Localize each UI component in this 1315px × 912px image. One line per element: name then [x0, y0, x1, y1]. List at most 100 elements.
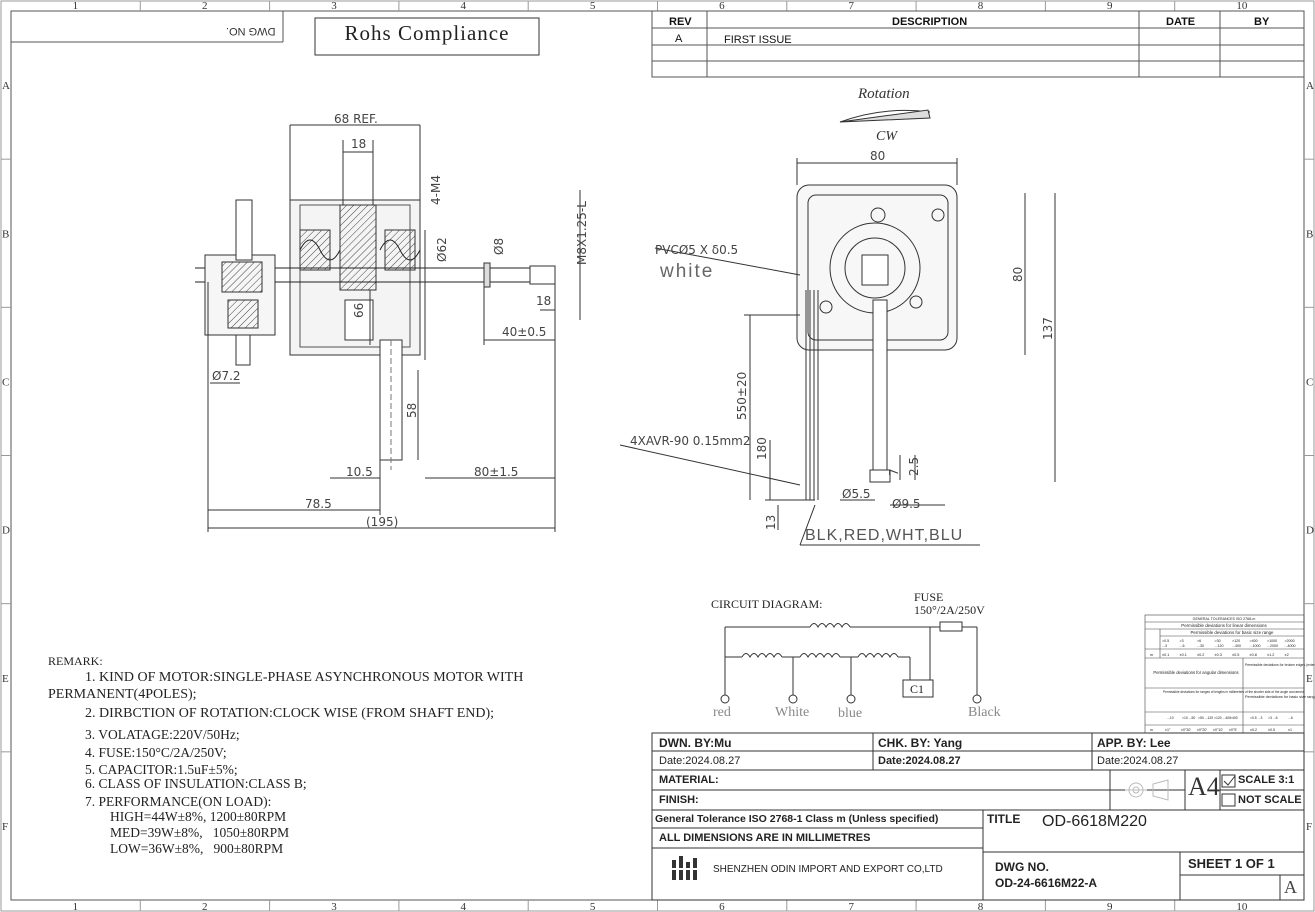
dim-68-ref: 68 REF. — [334, 112, 378, 126]
tolerance-angle-range: >10 ...50 — [1182, 716, 1195, 720]
title-label: TITLE — [987, 812, 1021, 826]
tolerance-angle-value: ±1° — [1165, 728, 1171, 732]
remark-line-4: 4. FUSE:150°C/2A/250V; — [85, 745, 227, 760]
grid-column-label: 4 — [461, 901, 467, 912]
tolerance-value: ±0.3 — [1215, 653, 1222, 657]
checked-by: CHK. BY: Yang — [878, 736, 963, 750]
approved-date: Date:2024.08.27 — [1097, 755, 1179, 767]
revision-letter: A — [1284, 877, 1297, 897]
tolerance-angle-range: >400 — [1230, 716, 1238, 720]
units-note: ALL DIMENSIONS ARE IN MILLIMETRES — [659, 832, 871, 844]
tolerance-angle-range: ...10 — [1167, 716, 1174, 720]
dim-front-80-w: 80 — [870, 149, 885, 163]
tolerance-value: ±1.2 — [1267, 653, 1274, 657]
tolerance-angle-value: ±1 — [1288, 728, 1292, 732]
tolerance-angle-value: ±0°10' — [1213, 728, 1223, 732]
tolerance-range: ...120 — [1215, 644, 1224, 648]
tolerance-range: ...400 — [1232, 644, 1241, 648]
tolerance-range: >400 — [1250, 639, 1258, 643]
grid-column-label: 3 — [331, 0, 337, 12]
dim-10-5: 10.5 — [346, 465, 373, 479]
circuit-title: CIRCUIT DIAGRAM: — [711, 597, 822, 611]
tolerance-value: ±0.1 — [1180, 653, 1187, 657]
dim-180: 180 — [755, 437, 769, 460]
dim-58: 58 — [405, 403, 419, 418]
remark-line-1: 1. KIND OF MOTOR:SINGLE-PHASE ASYNCHRONO… — [85, 670, 524, 685]
tolerance-range: >3 — [1180, 639, 1184, 643]
grid-column-label: 5 — [590, 0, 596, 12]
title-value: OD-6618M220 — [1042, 813, 1147, 830]
tolerance-linear-title: Permissible deviations for linear dimens… — [1181, 623, 1267, 628]
tolerance-range: ...6 — [1180, 644, 1185, 648]
grid-column-label: 9 — [1107, 901, 1113, 912]
sleeve-color-label: white — [659, 261, 714, 282]
by-header: BY — [1254, 16, 1270, 28]
dim-d8: Ø8 — [492, 238, 506, 255]
tolerance-angle-value: ±0°20' — [1197, 728, 1207, 732]
tolerance-range: >30 — [1215, 639, 1221, 643]
lead-blue: blue — [838, 706, 862, 721]
grid-column-label: 2 — [202, 0, 208, 12]
rev-description: FIRST ISSUE — [724, 34, 792, 46]
tolerance-value: ±2 — [1285, 653, 1289, 657]
grid-row-label: B — [1306, 228, 1313, 240]
dim-d5-5: Ø5.5 — [842, 487, 871, 501]
drawn-by: DWN. BY:Mu — [659, 736, 732, 750]
dim-66: 66 — [352, 303, 366, 318]
company-name: SHENZHEN ODIN IMPORT AND EXPORT CO,LTD — [713, 864, 943, 875]
dim-40: 40±0.5 — [502, 325, 546, 339]
date-header: DATE — [1166, 16, 1195, 28]
grid-column-label: 6 — [719, 0, 725, 12]
tolerance-range: ...30 — [1197, 644, 1204, 648]
grid-row-label: C — [2, 376, 9, 388]
lead-red: red — [713, 705, 731, 720]
dim-front-137: 137 — [1041, 317, 1055, 340]
lead-black: Black — [968, 705, 1001, 720]
rohs-compliance-label: Rohs Compliance — [344, 21, 510, 45]
remark-line-1b: PERMANENT(4POLES); — [48, 687, 197, 702]
dim-front-80-h: 80 — [1011, 267, 1025, 282]
title-block — [651, 732, 1305, 901]
tolerance-angle-range: >120 ...400 — [1214, 716, 1231, 720]
finish-label: FINISH: — [659, 794, 699, 806]
tolerance-range: ...2000 — [1267, 644, 1278, 648]
tolerance-broken-label: Permissible deviations for broken edges … — [1245, 663, 1315, 667]
material-label: MATERIAL: — [659, 774, 719, 786]
dim-18-top: 18 — [351, 137, 366, 151]
grid-row-label: C — [1306, 376, 1313, 388]
grid-row-label: B — [2, 228, 9, 240]
grid-row-label: D — [2, 525, 10, 537]
tolerance-angle-value: ±0°5' — [1229, 728, 1237, 732]
tolerance-range: ...1000 — [1250, 644, 1261, 648]
dim-d72: Ø7.2 — [212, 369, 241, 383]
scale-option: SCALE 3:1 — [1238, 774, 1295, 786]
dwg-no-label: DWG NO. — [995, 860, 1049, 874]
dwg-no-mirrored: DWG NO. — [226, 25, 276, 37]
remark-line-2: 2. DIRBCTION OF ROTATION:CLOCK WISE (FRO… — [85, 706, 495, 721]
general-tolerance: General Tolerance ISO 2768-1 Class m (Un… — [655, 813, 939, 825]
tolerance-angle-value: m — [1150, 728, 1153, 732]
dim-lead-length: 550±20 — [735, 372, 749, 420]
drawn-date: Date:2024.08.27 — [659, 755, 741, 767]
side-view — [195, 124, 581, 532]
rev-header: REV — [669, 16, 692, 28]
grid-column-label: 8 — [978, 0, 984, 12]
rev-value: A — [675, 33, 683, 45]
dim-80-1-5: 80±1.5 — [474, 465, 518, 479]
grid-column-label: 9 — [1107, 0, 1113, 12]
remark-line-6: 6. CLASS OF INSULATION:CLASS B; — [85, 776, 307, 791]
grid-column-label: 7 — [848, 901, 854, 912]
tolerance-length-label: Permissible deviations for ranges of len… — [1163, 690, 1304, 694]
dim-7: 7 — [887, 468, 901, 476]
tolerance-range: >2000 — [1285, 639, 1295, 643]
fuse-label: FUSE — [914, 590, 943, 604]
grid-column-label: 3 — [331, 901, 337, 912]
dim-d62: Ø62 — [435, 237, 449, 262]
company-logo — [670, 856, 700, 880]
tolerance-angle-value: ±0°30' — [1181, 728, 1191, 732]
front-view — [619, 109, 1056, 546]
tolerance-range: ...4000 — [1285, 644, 1296, 648]
grid-column-label: 1 — [73, 0, 79, 12]
rotation-label: Rotation — [857, 86, 910, 102]
description-header: DESCRIPTION — [892, 16, 967, 28]
